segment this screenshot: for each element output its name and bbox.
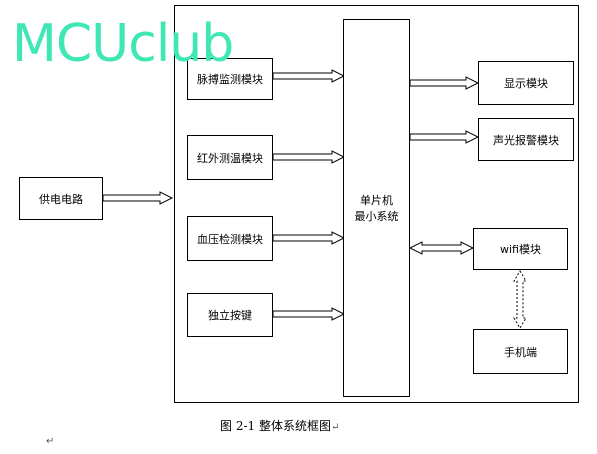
- arrow-wireless: [513, 270, 527, 329]
- module-infrared: 红外测温模块: [187, 135, 273, 180]
- module-wifi: wifi模块: [473, 228, 568, 270]
- module-pulse-label: 脉搏监测模块: [197, 73, 263, 86]
- arrow-display: [409, 76, 480, 90]
- arrow-wifi: [408, 241, 475, 255]
- arrow-pulse: [272, 69, 346, 83]
- caption-paragraph-mark: ↵: [330, 422, 340, 433]
- power-circuit-label: 供电电路: [39, 192, 83, 206]
- module-keys-label: 独立按键: [208, 309, 252, 322]
- module-keys: 独立按键: [187, 293, 273, 337]
- module-alarm: 声光报警模块: [478, 118, 574, 161]
- figure-caption: 图 2-1 整体系统框图↵: [220, 417, 339, 434]
- watermark-logo: MCUclub: [12, 14, 234, 74]
- module-blood-pressure: 血压检测模块: [187, 216, 273, 261]
- module-pulse: 脉搏监测模块: [187, 58, 273, 100]
- arrow-alarm: [409, 130, 480, 144]
- module-display-label: 显示模块: [504, 77, 548, 90]
- phone-terminal: 手机端: [473, 329, 568, 374]
- paragraph-mark: ↵: [46, 436, 55, 447]
- arrow-power: [102, 191, 174, 205]
- module-wifi-label: wifi模块: [500, 243, 541, 256]
- module-infrared-label: 红外测温模块: [197, 151, 263, 165]
- arrow-bp: [272, 231, 346, 245]
- arrow-key: [272, 307, 346, 321]
- module-display: 显示模块: [478, 61, 574, 105]
- module-alarm-label: 声光报警模块: [493, 133, 559, 147]
- figure-caption-text: 图 2-1 整体系统框图: [220, 419, 331, 433]
- power-circuit: 供电电路: [19, 177, 103, 220]
- arrow-ir: [272, 150, 346, 164]
- phone-terminal-label: 手机端: [504, 345, 537, 359]
- mcu-label-line2: 最小系统: [354, 210, 399, 223]
- mcu-label-line1: 单片机: [360, 194, 393, 207]
- module-blood-pressure-label: 血压检测模块: [197, 232, 263, 246]
- mcu-system: 单片机 最小系统: [343, 19, 410, 397]
